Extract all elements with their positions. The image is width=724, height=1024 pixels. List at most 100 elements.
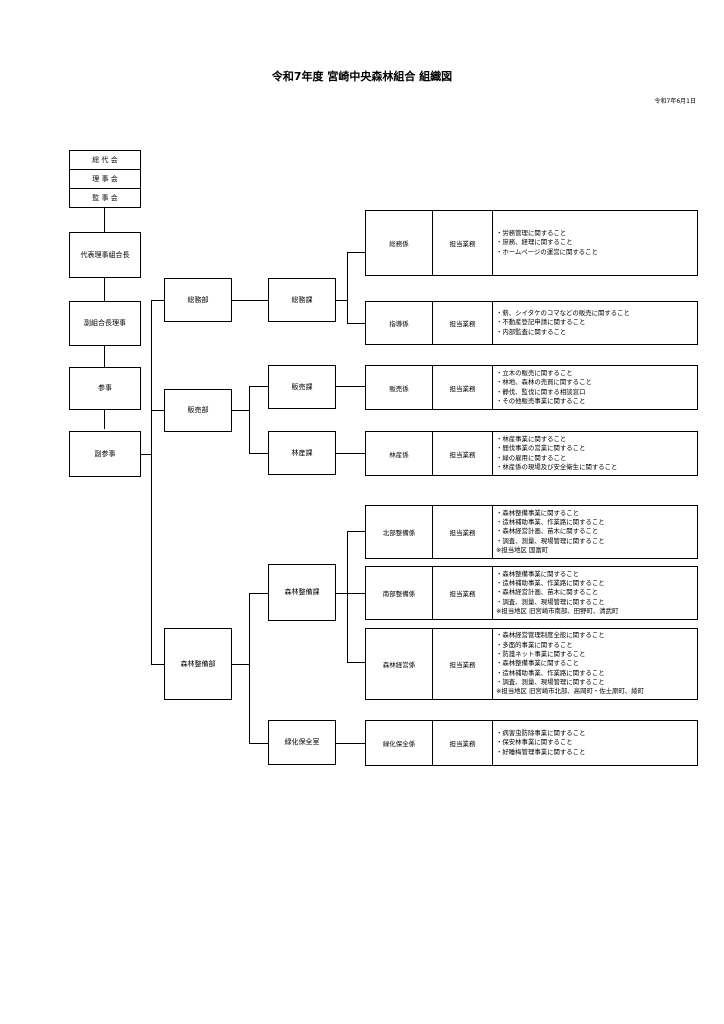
- duty-item: ・その他販売事業に関すること: [496, 396, 586, 405]
- unit-name: 林産係: [366, 432, 433, 475]
- connector: [347, 323, 365, 324]
- duty-item: ・不動産登記申請に関すること: [496, 318, 586, 327]
- councilor-box: 参事: [69, 367, 141, 410]
- unit-row: 総務係 担当業務 ・労務管理に関すること ・庶務、経理に関すること ・ホームペー…: [365, 210, 698, 276]
- connector: [151, 300, 152, 665]
- general-assembly-box: 総 代 会: [69, 150, 141, 170]
- connector: [249, 453, 268, 454]
- duty-item: ・静伐、監伐に関する相談窓口: [496, 387, 586, 396]
- connector: [335, 593, 348, 594]
- connector: [335, 743, 365, 744]
- duty-item: ・立木の販売に関すること: [496, 368, 573, 377]
- duty-item: ・森林経営計画、苗木に関すること: [496, 588, 599, 597]
- duty-item: ・労務管理に関すること: [496, 229, 567, 238]
- duty-list: ・薪、シイタケのコマなどの販売に関すること ・不動産登記申請に関すること ・内部…: [493, 302, 697, 344]
- unit-row: 森林経営係 担当業務 ・森林経営管理制度全般に関すること ・多面的事業に関するこ…: [365, 628, 698, 700]
- duty-list: ・林産事業に関すること ・間伐事業の営業に関すること ・緑の雇用に関すること ・…: [493, 432, 697, 475]
- board-of-directors-box: 理 事 会: [69, 169, 141, 189]
- duty-item: ・調査、測量、現場管理に関すること: [496, 536, 605, 545]
- issue-date: 令和7年6月1日: [654, 98, 696, 105]
- connector: [335, 300, 348, 301]
- duty-list: ・病害虫防除事業に関すること ・保安林事業に関すること ・好睡梅管理事業に関する…: [493, 721, 697, 765]
- dept-forest-maintenance: 森林整備部: [164, 628, 232, 700]
- connector: [335, 453, 365, 454]
- duty-label: 担当業務: [433, 366, 493, 409]
- duty-item: ・間伐事業の営業に関すること: [496, 444, 586, 453]
- page-title: 令和7年度 宮崎中央森林組合 組織図: [271, 70, 453, 83]
- vice-councilor-box: 副参事: [69, 431, 141, 477]
- section-greening-conservation: 緑化保全室: [268, 720, 336, 765]
- duty-label: 担当業務: [433, 506, 493, 558]
- duty-item: ・林産係の現場及び安全衛生に関すること: [496, 462, 618, 471]
- connector: [231, 664, 250, 665]
- connector: [249, 593, 250, 744]
- unit-name: 南部整備係: [366, 567, 433, 619]
- dept-general-affairs: 総務部: [164, 278, 232, 322]
- section-forestry: 林産課: [268, 431, 336, 475]
- unit-row: 指導係 担当業務 ・薪、シイタケのコマなどの販売に関すること ・不動産登記申請に…: [365, 301, 698, 345]
- connector: [347, 252, 348, 324]
- connector: [347, 531, 348, 663]
- duty-item: ・薪、シイタケのコマなどの販売に関すること: [496, 309, 630, 318]
- unit-name: 指導係: [366, 302, 433, 344]
- duty-item: ・森林経営計画、苗木に関すること: [496, 527, 599, 536]
- duty-item: ・庶務、経理に関すること: [496, 238, 573, 247]
- duty-item: ・造林補助事業、作業路に関すること: [496, 518, 605, 527]
- duty-list: ・労務管理に関すること ・庶務、経理に関すること ・ホームページの運営に関するこ…: [493, 211, 697, 275]
- unit-name: 販売係: [366, 366, 433, 409]
- connector: [347, 252, 365, 253]
- duty-label: 担当業務: [433, 629, 493, 699]
- duty-item: ・多面的事業に関すること: [496, 640, 573, 649]
- duty-item: ※担当地区 旧宮崎市北部、高岡町・佐土原町、綾町: [496, 687, 644, 696]
- connector: [347, 593, 365, 594]
- section-sales: 販売課: [268, 365, 336, 409]
- duty-label: 担当業務: [433, 567, 493, 619]
- connector: [151, 410, 164, 411]
- duty-label: 担当業務: [433, 721, 493, 765]
- duty-item: ・林地、森林の売買に関すること: [496, 378, 592, 387]
- duty-list: ・森林整備事業に関すること ・造林補助事業、作業路に関すること ・森林経営計画、…: [493, 567, 697, 619]
- unit-name: 総務係: [366, 211, 433, 275]
- duty-label: 担当業務: [433, 432, 493, 475]
- duty-item: ・森林整備事業に関すること: [496, 508, 580, 517]
- section-general-affairs: 総務課: [268, 278, 336, 322]
- connector: [140, 454, 152, 455]
- duty-item: ・好睡梅管理事業に関すること: [496, 747, 586, 756]
- connector: [151, 300, 164, 301]
- duty-item: ・調査、測量、現場管理に関すること: [496, 597, 605, 606]
- duty-item: ・森林整備事業に関すること: [496, 659, 580, 668]
- unit-row: 林産係 担当業務 ・林産事業に関すること ・間伐事業の営業に関すること ・緑の雇…: [365, 431, 698, 476]
- duty-item: ・保安林事業に関すること: [496, 738, 573, 747]
- connector: [347, 531, 365, 532]
- connector: [231, 300, 268, 301]
- connector: [151, 664, 164, 665]
- duty-item: ※担当地区 国富町: [496, 545, 549, 554]
- unit-row: 南部整備係 担当業務 ・森林整備事業に関すること ・造林補助事業、作業路に関する…: [365, 566, 698, 620]
- duty-item: ・森林整備事業に関すること: [496, 569, 580, 578]
- duty-list: ・森林整備事業に関すること ・造林補助事業、作業路に関すること ・森林経営計画、…: [493, 506, 697, 558]
- auditors-box: 監 事 会: [69, 188, 141, 208]
- connector: [249, 743, 268, 744]
- connector: [249, 386, 268, 387]
- duty-item: ・防護ネット事業に関すること: [496, 650, 586, 659]
- section-forest-maintenance: 森林整備課: [268, 564, 336, 621]
- unit-row: 販売係 担当業務 ・立木の販売に関すること ・林地、森林の売買に関すること ・静…: [365, 365, 698, 410]
- connector: [249, 593, 268, 594]
- duty-item: ・内部監査に関すること: [496, 327, 567, 336]
- dept-sales: 販売部: [164, 389, 232, 432]
- duty-item: ※担当地区 旧宮崎市南部、田野町、清武町: [496, 606, 619, 615]
- unit-name: 森林経営係: [366, 629, 433, 699]
- vice-president-box: 副組合長理事: [69, 301, 141, 346]
- representative-director-box: 代表理事組合長: [69, 232, 141, 278]
- duty-item: ・造林補助事業、作業路に関すること: [496, 668, 605, 677]
- unit-row: 緑化保全係 担当業務 ・病害虫防除事業に関すること ・保安林事業に関すること ・…: [365, 720, 698, 766]
- duty-item: ・森林経営管理制度全般に関すること: [496, 631, 605, 640]
- unit-row: 北部整備係 担当業務 ・森林整備事業に関すること ・造林補助事業、作業路に関する…: [365, 505, 698, 559]
- duty-label: 担当業務: [433, 302, 493, 344]
- duty-item: ・病害虫防除事業に関すること: [496, 729, 586, 738]
- duty-item: ・調査、測量、現場管理に関すること: [496, 677, 605, 686]
- duty-list: ・立木の販売に関すること ・林地、森林の売買に関すること ・静伐、監伐に関する相…: [493, 366, 697, 409]
- duty-item: ・ホームページの運営に関すること: [496, 247, 598, 256]
- connector: [249, 386, 250, 454]
- duty-list: ・森林経営管理制度全般に関すること ・多面的事業に関すること ・防護ネット事業に…: [493, 629, 697, 699]
